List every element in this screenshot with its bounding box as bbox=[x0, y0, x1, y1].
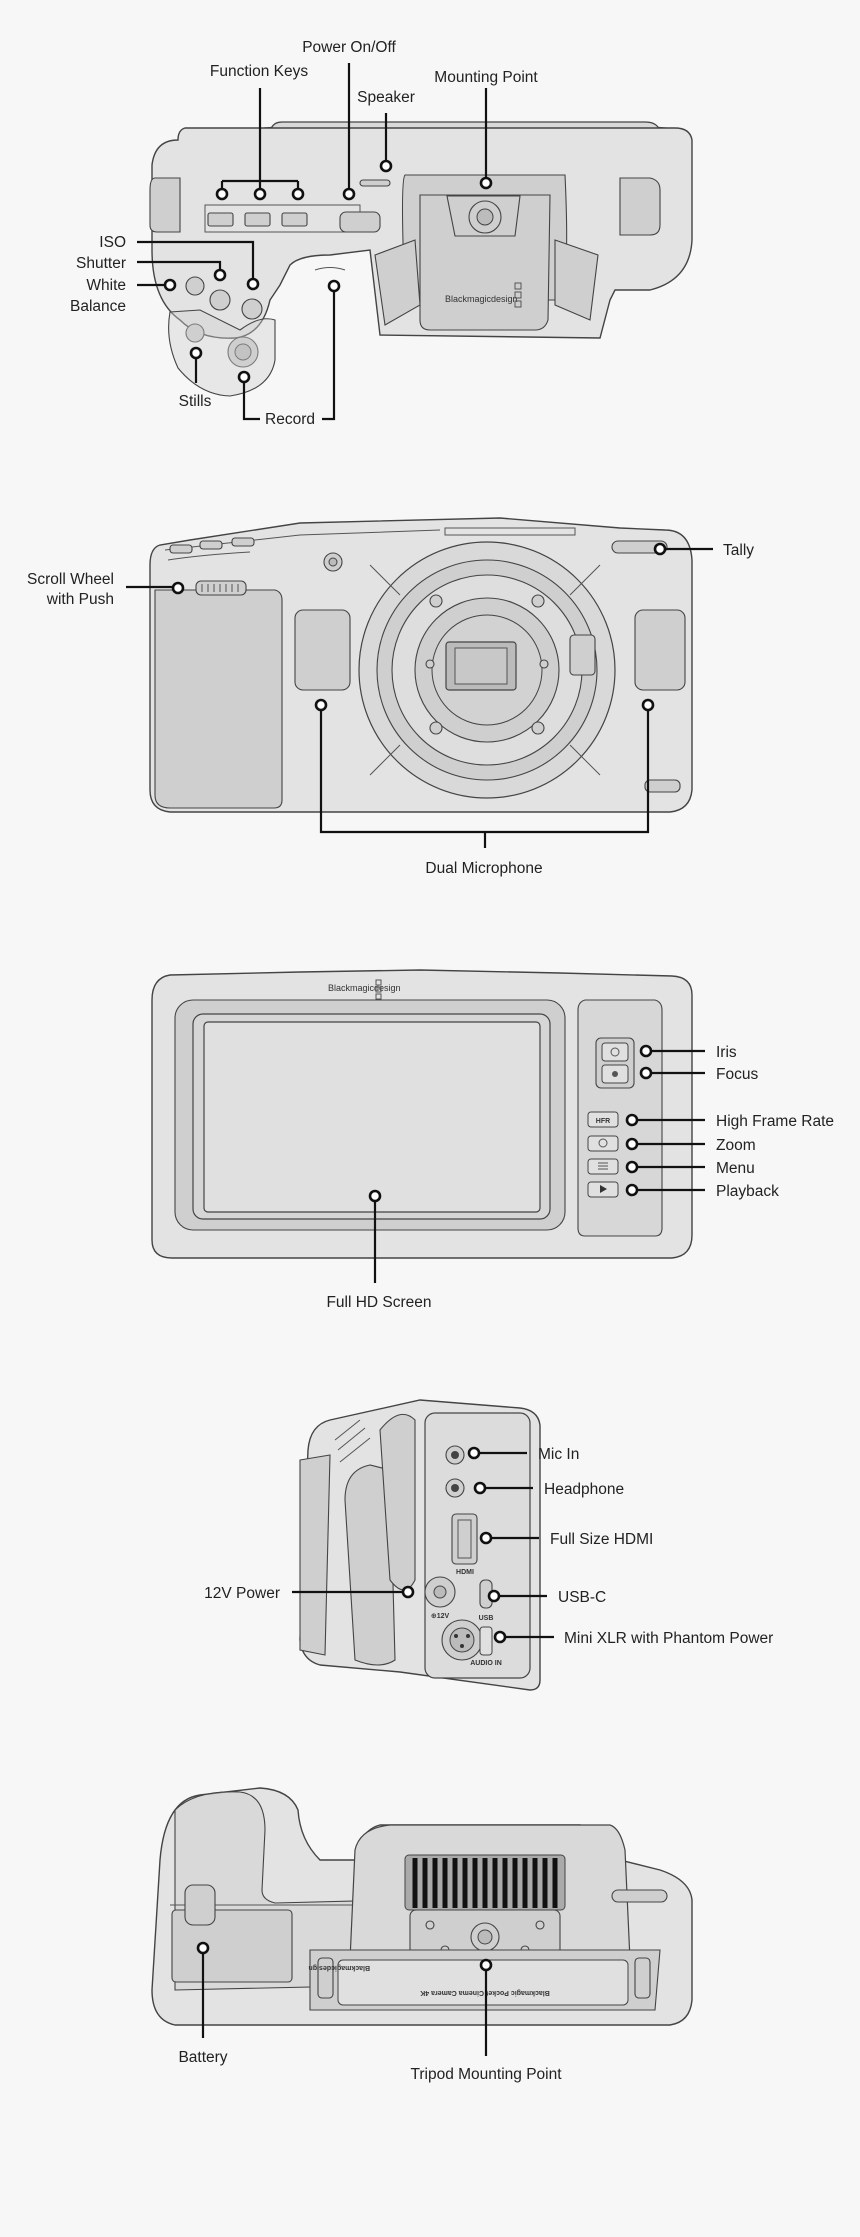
bottom-camera-body: Blackmagic Pocket Cinema Camera 4K Black… bbox=[151, 1787, 693, 2026]
bottom-vent-grille bbox=[412, 1858, 558, 1908]
function-keys-label: Function Keys bbox=[210, 63, 308, 80]
hfr-marker bbox=[625, 1113, 639, 1127]
record-leader bbox=[242, 286, 336, 421]
mounting-point-label: Mounting Point bbox=[434, 69, 538, 86]
hdmi-marker bbox=[479, 1531, 493, 1545]
function-key-2-marker bbox=[253, 187, 267, 201]
bottom-brand-text: Blackmagicdesign bbox=[309, 1964, 370, 1971]
shutter-marker bbox=[213, 268, 227, 282]
record-stills-marker bbox=[237, 370, 251, 384]
function-keys-leader bbox=[220, 88, 300, 194]
dual-mic-label: Dual Microphone bbox=[425, 860, 542, 877]
audio-in-text: AUDIO IN bbox=[470, 1660, 502, 1667]
focus-marker bbox=[639, 1066, 653, 1080]
function-key-1-marker bbox=[215, 187, 229, 201]
tally-label: Tally bbox=[723, 542, 754, 559]
focus-label: Focus bbox=[716, 1066, 758, 1083]
power-marker bbox=[342, 187, 356, 201]
iso-marker bbox=[246, 277, 260, 291]
speaker-marker bbox=[379, 159, 393, 173]
tripod-label: Tripod Mounting Point bbox=[410, 2066, 562, 2083]
front-view: Tally Scroll Wheel with Push Dual Microp… bbox=[27, 517, 754, 877]
bottom-view: Blackmagic Pocket Cinema Camera 4K Black… bbox=[151, 1787, 693, 2083]
white-balance-label-line2: Balance bbox=[70, 298, 126, 315]
rear-camera-body: Blackmagicdesign HFR bbox=[151, 969, 693, 1259]
scroll-wheel-label-line1: Scroll Wheel bbox=[27, 571, 114, 588]
white-balance-label-line1: White bbox=[86, 277, 126, 294]
record-label: Record bbox=[265, 411, 315, 428]
top-brand: Blackmagicdesign bbox=[445, 294, 518, 304]
iris-marker bbox=[639, 1044, 653, 1058]
xlr-label: Mini XLR with Phantom Power bbox=[564, 1630, 773, 1647]
screen-marker bbox=[368, 1189, 382, 1203]
top-view: Blackmagicdesign Power On/Off Funct bbox=[70, 39, 693, 428]
record-marker bbox=[327, 279, 341, 293]
side-view: HDMI ⊕12V USB AUDIO IN Mic In Headphone bbox=[204, 1399, 773, 1691]
scroll-wheel-marker bbox=[171, 581, 185, 595]
function-key-3-marker bbox=[291, 187, 305, 201]
top-camera-body: Blackmagicdesign bbox=[149, 121, 693, 397]
tripod-marker bbox=[479, 1958, 493, 1972]
usb-c-label: USB-C bbox=[558, 1589, 606, 1606]
mic-in-marker bbox=[467, 1446, 481, 1460]
power-12v-marker bbox=[401, 1585, 415, 1599]
stills-marker bbox=[189, 346, 203, 360]
mic-in-label: Mic In bbox=[538, 1446, 579, 1463]
playback-marker bbox=[625, 1183, 639, 1197]
usb-port-text: USB bbox=[479, 1615, 494, 1622]
hfr-label: High Frame Rate bbox=[716, 1113, 834, 1130]
battery-label: Battery bbox=[178, 2049, 227, 2066]
battery-marker bbox=[196, 1941, 210, 1955]
rear-view: Blackmagicdesign HFR bbox=[151, 969, 834, 1311]
shutter-label: Shutter bbox=[76, 255, 126, 272]
screen-label: Full HD Screen bbox=[326, 1294, 431, 1311]
scroll-wheel-label-line2: with Push bbox=[46, 591, 114, 608]
power-12v-label: 12V Power bbox=[204, 1585, 280, 1602]
rear-brand: Blackmagicdesign bbox=[328, 983, 401, 993]
usb-c-marker bbox=[487, 1589, 501, 1603]
mic-left-marker bbox=[314, 698, 328, 712]
iris-label: Iris bbox=[716, 1044, 737, 1061]
top-brand-text: Blackmagicdesign bbox=[445, 294, 518, 304]
iso-leader bbox=[137, 240, 255, 284]
playback-label: Playback bbox=[716, 1183, 779, 1200]
headphone-marker bbox=[473, 1481, 487, 1495]
zoom-label: Zoom bbox=[716, 1137, 756, 1154]
headphone-label: Headphone bbox=[544, 1481, 624, 1498]
hfr-button-text: HFR bbox=[596, 1118, 610, 1125]
menu-label: Menu bbox=[716, 1160, 755, 1177]
mounting-point-marker bbox=[479, 176, 493, 190]
stills-label: Stills bbox=[179, 393, 212, 410]
white-balance-marker bbox=[163, 278, 177, 292]
hdmi-label: Full Size HDMI bbox=[550, 1531, 653, 1548]
dual-mic-leader bbox=[319, 705, 650, 848]
power-label: Power On/Off bbox=[302, 39, 396, 56]
xlr-marker bbox=[493, 1630, 507, 1644]
iso-label: ISO bbox=[99, 234, 126, 251]
zoom-marker bbox=[625, 1137, 639, 1151]
speaker-label: Speaker bbox=[357, 89, 415, 106]
power-port-text: ⊕12V bbox=[431, 1613, 450, 1620]
menu-marker bbox=[625, 1160, 639, 1174]
tally-marker bbox=[653, 542, 667, 556]
side-camera-body: HDMI ⊕12V USB AUDIO IN bbox=[299, 1399, 541, 1691]
mic-right-marker bbox=[641, 698, 655, 712]
hdmi-port-text: HDMI bbox=[456, 1569, 474, 1576]
front-camera-body bbox=[149, 517, 693, 813]
